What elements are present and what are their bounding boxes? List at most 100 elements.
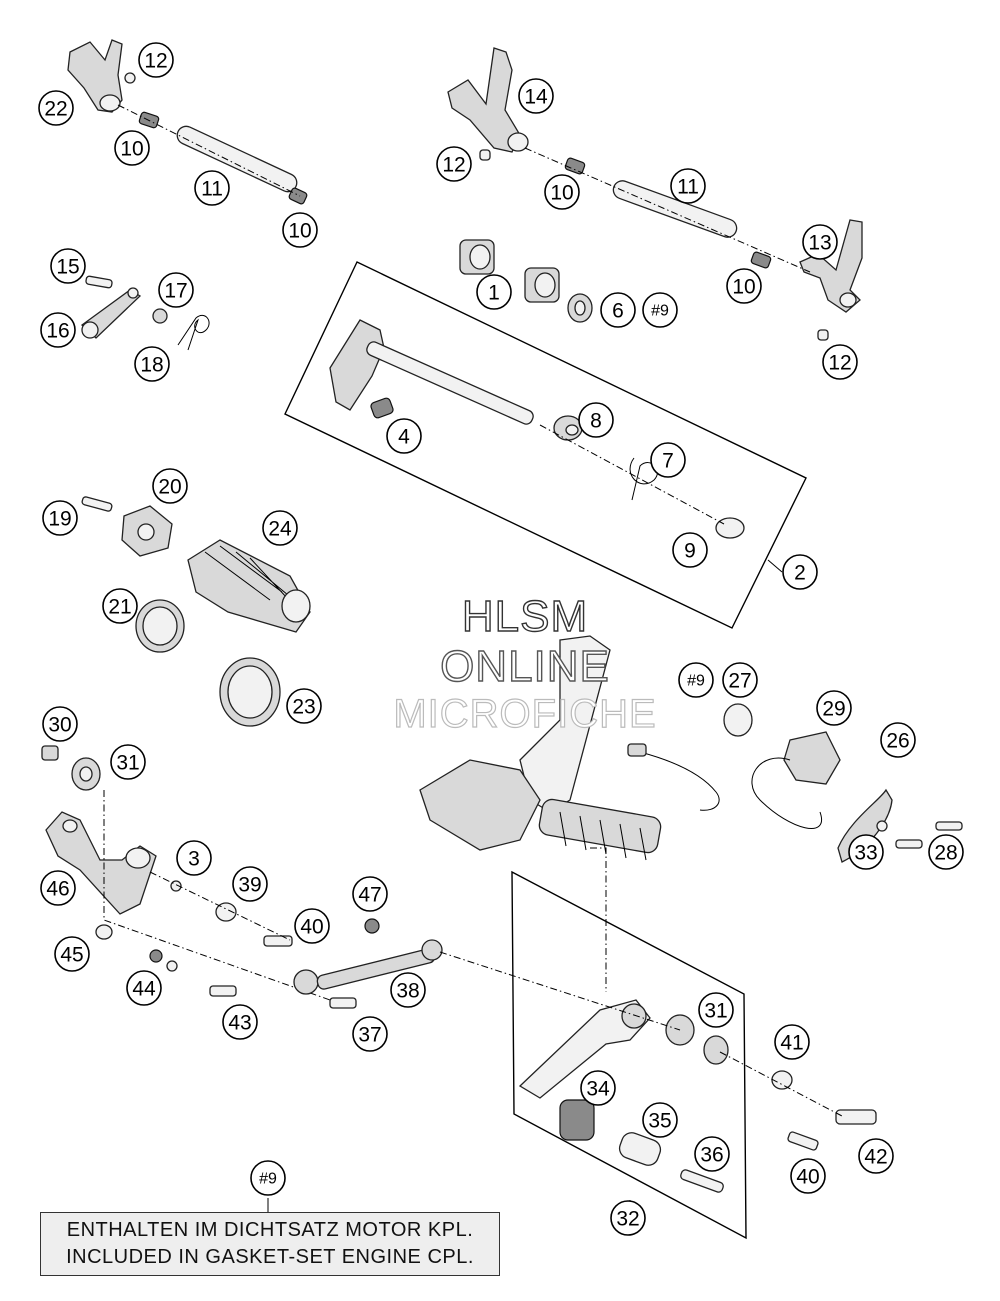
callout-number: 4 [398, 426, 410, 449]
callout-number: 38 [396, 980, 419, 1003]
callout-number: #9 [687, 673, 705, 690]
callout-c30: 30 [42, 706, 78, 742]
callout-circle [222, 1004, 258, 1040]
callout-circle [54, 936, 90, 972]
footrest-bracket [419, 635, 662, 861]
screw-40b [787, 1131, 819, 1151]
callout-circle [802, 224, 838, 260]
callout-number: 33 [854, 842, 877, 865]
callout-c9note: #9 [250, 1160, 286, 1196]
pin-12b [479, 149, 491, 161]
callout-circle [670, 168, 706, 204]
callout-c23: 23 [286, 688, 322, 724]
callout-number: 30 [48, 714, 71, 737]
note-box: ENTHALTEN IM DICHTSATZ MOTOR KPL. INCLUD… [40, 1212, 500, 1276]
shift-lever-46 [45, 811, 157, 915]
callout-c9: 9 [672, 532, 708, 568]
callout-circle [42, 706, 78, 742]
shift-rod-38 [293, 939, 443, 995]
pin-12c [817, 329, 829, 341]
screw-19 [81, 496, 113, 512]
callout-circle [294, 908, 330, 944]
callout-number: 46 [46, 878, 69, 901]
callout-c46: 46 [40, 870, 76, 906]
callout-number: 42 [864, 1146, 887, 1169]
locking-lever-16 [80, 287, 142, 339]
callout-circle [38, 90, 74, 126]
callout-number: 31 [116, 752, 139, 775]
shift-fork-22 [67, 39, 123, 113]
o-ring-27 [723, 703, 753, 737]
callout-number: 27 [728, 670, 751, 693]
callout-circle [114, 130, 150, 166]
callout-c11a: 11 [194, 170, 230, 206]
callout-circle [476, 274, 512, 310]
callout-number: 31 [704, 1000, 727, 1023]
callout-c3: 3 [176, 840, 212, 876]
callout-number: 1 [488, 282, 500, 305]
callout-c43: 43 [222, 1004, 258, 1040]
callout-c42: 42 [858, 1138, 894, 1174]
callout-c19: 19 [42, 500, 78, 536]
callout-circle [694, 1136, 730, 1172]
callout-number: 35 [648, 1110, 671, 1133]
bushing-31c [703, 1035, 729, 1065]
callout-c14: 14 [518, 78, 554, 114]
callout-c24: 24 [262, 510, 298, 546]
shift-drum-locating-20 [121, 505, 173, 557]
callout-c10b: 10 [282, 212, 318, 248]
watermark-line-1: HLSM [461, 591, 589, 641]
callout-c18: 18 [134, 346, 170, 382]
callout-circle [40, 312, 76, 348]
washer-44b [166, 960, 178, 972]
callout-number: 37 [358, 1024, 381, 1047]
callout-c6: 6 [600, 292, 636, 328]
callout-c31a: 31 [110, 744, 146, 780]
callout-circle [858, 1138, 894, 1174]
callout-circle [286, 688, 322, 724]
screw-40a [263, 935, 293, 947]
roller-17 [152, 308, 168, 324]
callout-circle [610, 1200, 646, 1236]
callout-number: 8 [590, 410, 602, 433]
washer-33 [876, 820, 888, 832]
callout-circle [580, 1070, 616, 1106]
callout-circle [672, 532, 708, 568]
callout-number: 39 [238, 874, 261, 897]
callout-circle [544, 174, 580, 210]
callout-c40a: 40 [294, 908, 330, 944]
callout-c15: 15 [50, 248, 86, 284]
callout-c2: 2 [782, 554, 818, 590]
callout-number: 10 [550, 182, 573, 205]
callout-number: 18 [140, 354, 163, 377]
nut-47 [364, 918, 380, 934]
screw-43 [209, 985, 237, 997]
callout-number: 47 [358, 884, 381, 907]
spring-10d [750, 251, 772, 269]
fork-rail-11a [176, 125, 298, 193]
rubber-34 [559, 1099, 595, 1141]
callout-c10c: 10 [544, 174, 580, 210]
nut-44a [149, 949, 163, 963]
callout-c33: 33 [848, 834, 884, 870]
pin-12a [124, 72, 136, 84]
callout-circle [782, 554, 818, 590]
callout-number: 12 [144, 50, 167, 73]
callout-c7: 7 [650, 442, 686, 478]
screw-37 [329, 997, 357, 1009]
callout-circle [138, 42, 174, 78]
callout-number: 12 [442, 154, 465, 177]
callout-number: 17 [164, 280, 187, 303]
callout-c31b: 31 [698, 992, 734, 1028]
callout-circle [386, 418, 422, 454]
callout-number: 11 [201, 178, 223, 201]
callout-number: 40 [796, 1166, 819, 1189]
bearing-21 [135, 599, 185, 653]
callout-circle [232, 866, 268, 902]
callout-circle [518, 78, 554, 114]
callout-c4: 4 [386, 418, 422, 454]
gear-position-sensor-29 [627, 731, 841, 829]
callout-number: 40 [300, 916, 323, 939]
guide-8 [553, 415, 583, 441]
bushing-31a [71, 757, 101, 791]
